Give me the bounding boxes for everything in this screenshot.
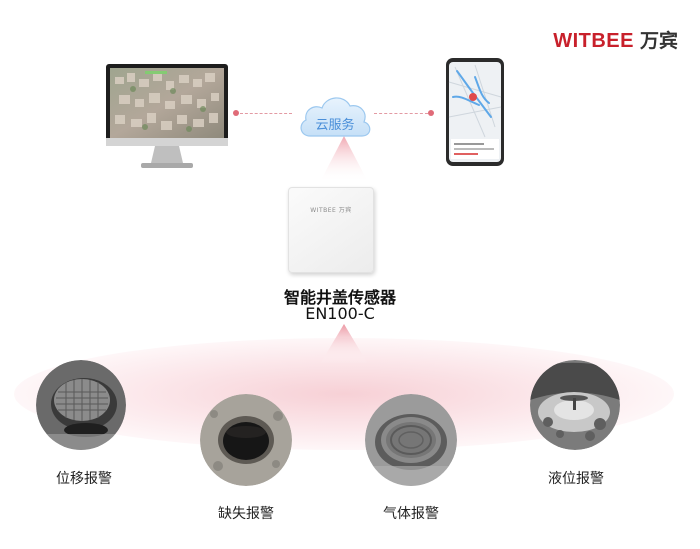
alarm-label-gas: 气体报警 <box>383 506 439 522</box>
sensor-model: EN100-C <box>305 304 375 323</box>
connector-dot <box>233 110 239 116</box>
monitor-icon <box>105 63 229 175</box>
connector-dot <box>428 110 434 116</box>
arrow-up-icon <box>318 134 370 184</box>
arrow-up-icon <box>318 322 370 366</box>
cloud-service: 云服务 <box>296 86 374 150</box>
sensor-device-icon: WITBEE 万宾 <box>288 187 374 273</box>
logo-latin-text: WITBEE <box>553 30 634 52</box>
alarm-label-missing: 缺失报警 <box>218 506 274 522</box>
alarm-label-liquid-level: 液位报警 <box>548 471 604 487</box>
sensor-brand-label: WITBEE 万宾 <box>310 207 352 214</box>
manhole-photo-icon <box>200 394 292 486</box>
logo-cjk-text: 万宾 <box>639 30 678 52</box>
cloud-icon <box>300 97 371 137</box>
alarm-label-displacement: 位移报警 <box>56 471 112 487</box>
manhole-photo-icon <box>530 360 620 450</box>
manhole-photo-icon <box>36 360 126 450</box>
cloud-service-label: 云服务 <box>315 118 355 133</box>
sensor-title: 智能井盖传感器 <box>283 288 396 307</box>
connector-dash-left <box>240 113 292 114</box>
smartphone-icon <box>445 57 505 171</box>
brand-logo: WITBEE 万宾 <box>553 26 678 53</box>
connector-dash-right <box>374 113 428 114</box>
manhole-photo-icon <box>365 394 457 486</box>
